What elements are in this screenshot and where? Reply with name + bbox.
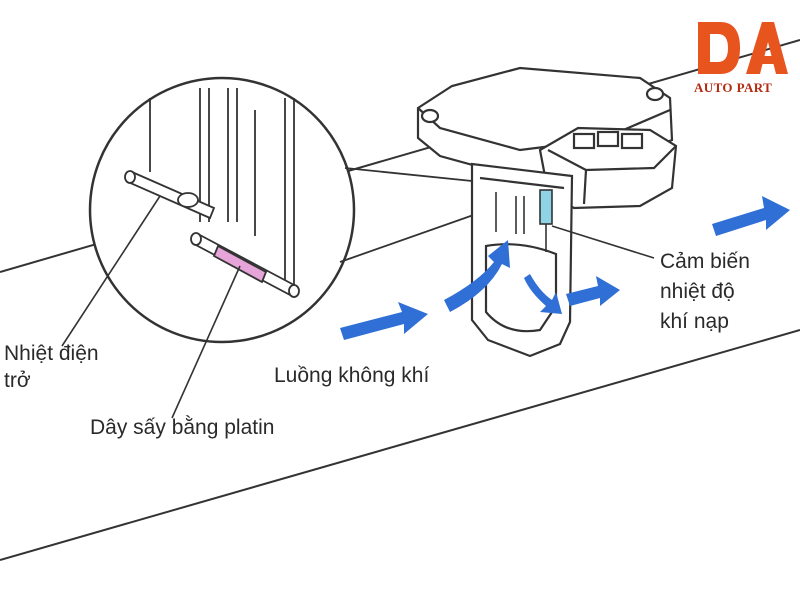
thermistor-element: [124, 170, 216, 220]
zoom-line-upper: [344, 167, 483, 183]
magnified-inset: [61, 76, 483, 419]
airflow-arrows: [340, 196, 790, 340]
support-rods: [149, 88, 295, 290]
label-thermistor-line1: Nhiệt điện: [4, 342, 99, 365]
inset-circle: [88, 76, 356, 344]
logo-letter-d: [698, 22, 740, 74]
label-platinum-heater: Dây sấy bằng platin: [90, 416, 275, 439]
leader-platinum: [171, 265, 241, 419]
platinum-heater-element: [190, 232, 300, 298]
leader-thermistor: [61, 195, 161, 347]
temp-sensor-element: [539, 189, 655, 259]
mount-hole-left: [420, 108, 440, 124]
logo-subtitle: AUTO PART: [694, 80, 773, 95]
heater-pink-segment: [212, 244, 268, 284]
label-thermistor-line2: trở: [4, 369, 31, 392]
label-airflow: Luồng không khí: [274, 364, 430, 387]
label-temp-sensor-line3: khí nạp: [660, 310, 729, 333]
airflow-arrow-exit-near: [566, 276, 620, 306]
airflow-arrow-exit-far: [712, 196, 790, 236]
da-auto-part-logo: [698, 22, 788, 74]
mount-hole-right: [645, 86, 665, 102]
label-temp-sensor-line1: Cảm biến: [660, 250, 750, 273]
duct-lower-edge: [0, 329, 800, 561]
logo-letter-a: [746, 22, 788, 74]
airflow-arrow-channel-in: [444, 240, 510, 312]
zoom-line-lower: [339, 211, 483, 263]
leader-temp-sensor: [551, 225, 655, 259]
airflow-arrow-entry: [340, 302, 428, 340]
airflow-arrow-channel-out: [524, 274, 562, 314]
label-temp-sensor-line2: nhiệt độ: [660, 280, 735, 303]
